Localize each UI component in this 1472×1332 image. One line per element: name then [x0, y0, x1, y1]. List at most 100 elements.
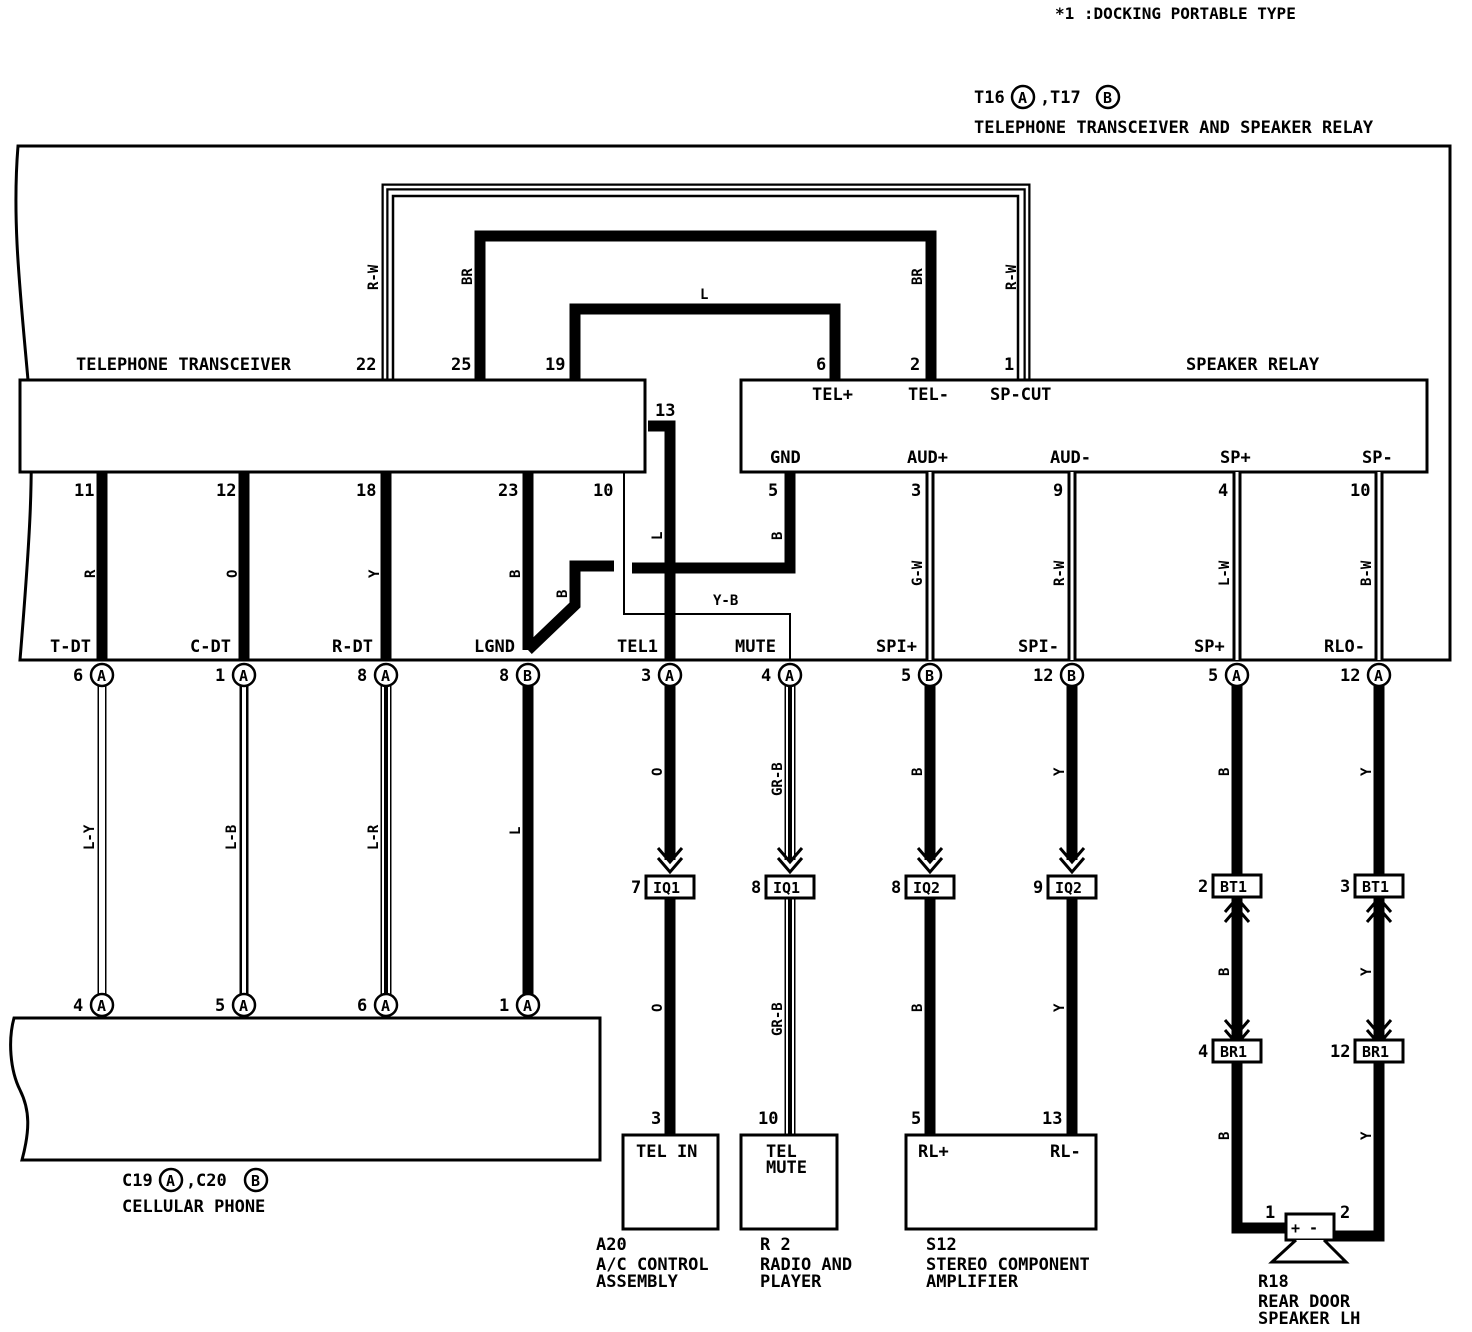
wire-r: R [83, 569, 99, 578]
amplifier-term-rl-plus: RL+ [918, 1142, 949, 1162]
sr-pin-2: 2 [910, 355, 920, 375]
wire-gr-b-upper: GR-B [770, 762, 786, 796]
conn-pin-5: 3 [641, 666, 651, 686]
conn-letter-5: A [665, 667, 674, 685]
radio-box [739, 1133, 839, 1231]
wire-l-r: L-R [366, 824, 382, 850]
speaker-relay-title: SPEAKER RELAY [1186, 355, 1320, 375]
junction-pin-8: 12 [1330, 1042, 1350, 1062]
sr-pin-1: 1 [1004, 355, 1014, 375]
phone-letter-3: A [381, 997, 390, 1015]
amplifier-pin-13: 13 [1042, 1109, 1062, 1129]
wire-b-bt1: B [1217, 968, 1233, 976]
conn-letter-4: B [523, 667, 532, 685]
ac-control-term: TEL IN [636, 1142, 697, 1162]
conn-letter-10: A [1374, 667, 1383, 685]
junction-code-6: BT1 [1362, 878, 1389, 896]
sr-term-aud-plus: AUD+ [907, 448, 948, 468]
c20-letter: B [251, 1172, 260, 1190]
radio-pin: 10 [758, 1109, 778, 1129]
wire-l-b: L-B [224, 825, 240, 850]
conn-letter-9: A [1232, 667, 1241, 685]
radio-name1: RADIO AND [760, 1255, 852, 1275]
phone-pin-3: 6 [357, 996, 367, 1016]
wire-b-spi: B [910, 768, 926, 776]
phone-pin-1: 4 [73, 996, 83, 1016]
term-rlo-minus: RLO- [1324, 637, 1365, 657]
wire-o-lower: O [650, 1004, 666, 1012]
c19-letter: A [166, 1172, 175, 1190]
t17-letter: B [1103, 89, 1112, 107]
wire-y-amp: Y [1052, 1003, 1068, 1012]
tt-pin-25: 25 [451, 355, 471, 375]
conn-letter-3: A [381, 667, 390, 685]
wire-l-lower: L [508, 827, 524, 835]
wire-rw-right: R-W [1004, 264, 1020, 290]
wire-l-top: L [700, 287, 708, 303]
tt-pin-23: 23 [498, 481, 518, 501]
sr-pin-3: 3 [911, 481, 921, 501]
wire-b-gnd: B [770, 532, 786, 540]
wire-b-sp: B [1217, 768, 1233, 776]
tt-pin-10: 10 [593, 481, 613, 501]
tt-pin-19: 19 [545, 355, 565, 375]
term-spi-plus: SPI+ [876, 637, 917, 657]
c20-letter-circle [243, 1167, 269, 1193]
amplifier-name1: STEREO COMPONENT [926, 1255, 1090, 1275]
sr-term-aud-minus: AUD- [1050, 448, 1091, 468]
term-t-dt: T-DT [50, 637, 91, 657]
docking-note: *1 :DOCKING PORTABLE TYPE [1055, 4, 1296, 23]
speaker-pin-1: 1 [1265, 1203, 1275, 1223]
conn-letter-2: A [239, 667, 248, 685]
t16-letter: A [1018, 89, 1027, 107]
phone-pin-2: 5 [215, 996, 225, 1016]
inner-vertical-wires [96, 420, 1384, 660]
ac-control-name1: A/C CONTROL [596, 1255, 709, 1275]
wire-gr-b-lower: GR-B [770, 1002, 786, 1036]
cellular-phone-box [9, 1016, 602, 1162]
radio-code: R 2 [760, 1235, 791, 1255]
wire-r-w: R-W [1052, 560, 1068, 586]
sr-term-gnd: GND [770, 448, 801, 468]
sr-term-sp-plus: SP+ [1220, 448, 1251, 468]
wire-y: Y [367, 569, 383, 578]
radio-term1: TEL [766, 1142, 797, 1162]
wire-l-y: L-Y [82, 824, 98, 850]
phone-letter-4: A [523, 997, 532, 1015]
amplifier-box [904, 1133, 1098, 1231]
speaker-name2: SPEAKER LH [1258, 1309, 1360, 1329]
t17-letter-circle [1095, 84, 1121, 110]
speaker-name1: REAR DOOR [1258, 1292, 1351, 1312]
svg-text:,: , [186, 1171, 196, 1191]
conn-letter-8: B [1067, 667, 1076, 685]
wire-y-b: Y-B [713, 593, 738, 609]
wire-l-w: L-W [1217, 560, 1233, 586]
phone-pin-4: 1 [499, 996, 509, 1016]
tt-pin-22: 22 [356, 355, 376, 375]
radio-name2: PLAYER [760, 1272, 822, 1292]
conn-pin-2: 1 [215, 666, 225, 686]
wire-b-w: B-W [1359, 560, 1375, 586]
wire-rw-left: R-W [366, 264, 382, 290]
tt-pin-12: 12 [216, 481, 236, 501]
tt-pin-11: 11 [74, 481, 94, 501]
wire-y-rlo: Y [1359, 767, 1375, 776]
sr-term-tel-plus: TEL+ [812, 385, 853, 405]
sr-term-sp-cut: SP-CUT [990, 385, 1051, 405]
conn-pin-8: 12 [1033, 666, 1053, 686]
speaker-pin-2: 2 [1340, 1203, 1350, 1223]
conn-letter-1: A [97, 667, 106, 685]
junction-pin-5: 2 [1198, 877, 1208, 897]
wire-o-upper: O [650, 768, 666, 776]
wire-l-13: L [650, 532, 666, 540]
transceiver-relay-title: TELEPHONE TRANSCEIVER AND SPEAKER RELAY [974, 118, 1374, 138]
term-lgnd: LGND [474, 637, 515, 657]
conn-pin-3: 8 [357, 666, 367, 686]
sr-pin-5: 5 [768, 481, 778, 501]
conn-pin-1: 6 [73, 666, 83, 686]
phone-letter-2: A [239, 997, 248, 1015]
junction-pin-4: 9 [1033, 878, 1043, 898]
wire-b-lgnd: B [555, 590, 571, 598]
wire-g-w: G-W [910, 560, 926, 586]
